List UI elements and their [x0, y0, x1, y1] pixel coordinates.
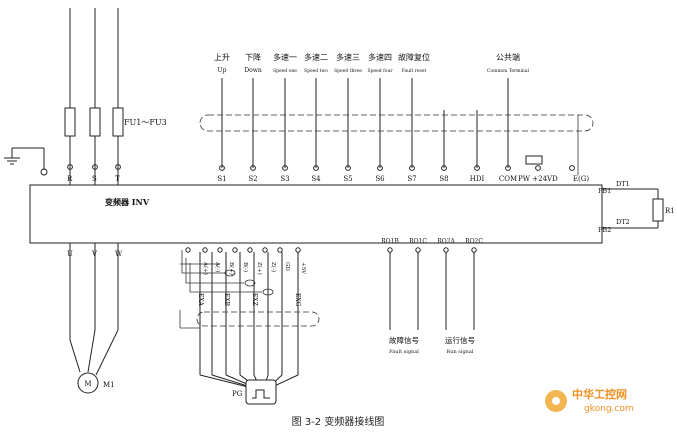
power-supply-lines [64, 8, 124, 185]
terminal-ro2c: RO2C [465, 238, 483, 245]
label-dt1: DT1 [616, 180, 630, 188]
label-speed1-en: Speed one [273, 68, 297, 74]
terminal-s5: S5 [343, 175, 352, 183]
enc-b-minus: B(-) [242, 262, 249, 272]
terminal-s3: S3 [280, 175, 289, 183]
encoder-label: PG [232, 390, 243, 398]
terminal-eg: E(G) [573, 175, 589, 183]
wire-exa: EXA [197, 293, 204, 306]
fuse-fu1 [64, 107, 76, 137]
motor-symbol: M [84, 380, 91, 388]
terminal-ro1b: RO1B [381, 238, 399, 245]
label-speed2-cn: 多速二 [304, 52, 328, 62]
label-speed1-cn: 多速一 [273, 52, 297, 62]
wire-exz: EXZ [251, 293, 258, 306]
watermark-logo: 中华工控网 gkong.com [545, 387, 634, 414]
ground-symbol [4, 147, 48, 176]
relay-output-wires [387, 247, 477, 330]
terminal-u: U [67, 250, 73, 258]
brake-resistor-circuit [602, 188, 664, 229]
terminal-pb2: PB2 [598, 226, 611, 234]
run-signal-en: Run signal [447, 349, 474, 355]
label-speed2-en: Speed two [304, 68, 328, 74]
motor-circle [77, 372, 99, 394]
label-speed3-en: Speed three [334, 68, 362, 74]
watermark-cn: 中华工控网 [572, 387, 627, 401]
inverter-box [29, 184, 603, 244]
label-common-en: Common Terminal [487, 68, 529, 74]
terminal-r: R [67, 175, 73, 183]
label-r1: R1 [665, 207, 675, 215]
label-down-en: Down [244, 67, 262, 74]
terminal-s8: S8 [439, 175, 448, 183]
input-terminal-names: S1 S2 S3 S4 S5 S6 S7 S8 HDI COM PW +24VD… [217, 175, 589, 183]
control-input-wires [219, 78, 575, 171]
terminal-s: S [92, 175, 97, 183]
enc-z-plus: Z(+) [256, 262, 263, 275]
label-down-cn: 下降 [245, 52, 261, 62]
fault-signal-en: Fault signal [389, 349, 419, 355]
label-speed3-cn: 多速三 [336, 52, 360, 62]
terminal-com: COM [499, 175, 517, 183]
figure-caption: 图 3-2 变频器接线图 [292, 415, 385, 428]
fuse-fu2 [89, 107, 101, 137]
label-reset-cn: 故障复位 [398, 52, 430, 62]
run-signal-cn: 运行信号 [445, 335, 475, 345]
shielded-cable [199, 114, 594, 175]
terminal-24vd: +24VD [532, 175, 558, 183]
terminal-s6: S6 [375, 175, 385, 183]
enc-gd: GD [284, 262, 290, 271]
enc-5v: +5V [300, 262, 306, 275]
terminal-hdi: HDI [470, 175, 485, 183]
motor-label: M1 [103, 381, 115, 389]
enc-b-plus: B(+) [228, 262, 235, 275]
pw-24v-jumper [525, 155, 543, 165]
terminal-ro1c: RO1C [409, 238, 427, 245]
label-up-en: Up [218, 67, 227, 74]
watermark-url: gkong.com [584, 404, 634, 414]
enc-a-plus: A(+) [202, 261, 209, 275]
enc-z-minus: Z(-) [270, 262, 277, 272]
label-speed4-cn: 多速四 [368, 52, 392, 62]
label-dt2: DT2 [616, 218, 630, 226]
encoder-wiring [179, 247, 320, 405]
control-labels: 上升 Up 下降 Down 多速一 Speed one 多速二 Speed tw… [214, 52, 530, 74]
encoder-wire-labels: EXA EXB EXZ EXG [197, 293, 301, 307]
terminal-pw: PW [518, 175, 531, 183]
terminal-t: T [115, 175, 120, 183]
terminal-ro2a: RO2A [437, 238, 455, 245]
fault-signal-cn: 故障信号 [389, 335, 419, 345]
fuse-label: FU1～FU3 [124, 118, 167, 127]
encoder-terminal-labels: A(+) A(-) B(+) B(-) Z(+) Z(-) GD +5V [202, 261, 306, 275]
inverter-label: 变频器 INV [105, 197, 150, 207]
terminal-s1: S1 [217, 175, 226, 183]
terminal-w: W [115, 250, 123, 258]
fuse-fu3 [112, 107, 124, 137]
wire-exg: EXG [294, 293, 301, 307]
label-up-cn: 上升 [214, 53, 230, 62]
label-speed4-en: Speed four [367, 68, 393, 74]
resistor-r1 [652, 198, 664, 222]
terminal-s7: S7 [407, 175, 416, 183]
motor-output-lines [69, 243, 119, 394]
enc-a-minus: A(-) [214, 261, 221, 272]
wire-exb: EXB [223, 293, 230, 307]
terminal-s4: S4 [311, 175, 321, 183]
terminal-v: V [91, 250, 98, 258]
encoder-pg [245, 379, 277, 405]
terminal-s2: S2 [248, 175, 257, 183]
label-common-cn: 公共端 [496, 52, 520, 62]
terminal-pb1: PB1 [598, 187, 611, 195]
label-reset-en: Fault reset [402, 68, 427, 74]
